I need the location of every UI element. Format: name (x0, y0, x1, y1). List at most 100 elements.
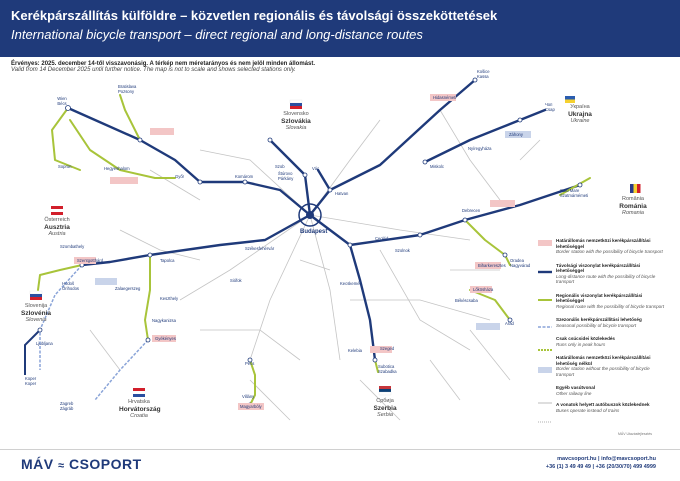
station-label-debrecen: Debrecen (462, 208, 481, 213)
station-label-cegled: Cegléd (375, 236, 389, 241)
header-banner: Kerékpárszállítás külföldre – közvetlen … (0, 0, 680, 57)
footer-divider (0, 449, 680, 450)
country-romania-l2: Románia (619, 203, 647, 210)
legend-3-en: Seasonal possibility of bicycle transpor… (556, 322, 637, 328)
legend-7-hu: A vonatok helyett autóbuszok közlekednek (556, 402, 650, 407)
station-label-biharkeresztes: Biharkeresztes (478, 263, 506, 268)
mav-logo: MÁV ≈ CSOPORT (21, 456, 142, 472)
flag-slovakia (289, 99, 303, 109)
country-slovakia-l1: Slovensko (283, 111, 309, 117)
title-hu: Kerékpárszállítás külföldre – közvetlen … (11, 8, 498, 23)
contact-web[interactable]: mavcsoport.hu | info@mavcsoport.hu (557, 456, 656, 462)
route-hodos (37, 264, 83, 291)
legend-4-en: Runs only in peak hours (556, 341, 606, 347)
route-budapest-szob (268, 138, 312, 217)
station-label-magyarboly: Magyarbóly (240, 404, 263, 409)
station-label-ljubljana: Ljubljana (36, 341, 53, 346)
route-gyekenyes (144, 254, 151, 341)
legend-item-regional: Regionális viszonylat kerékpárszállítási… (538, 293, 668, 310)
station-label-komarom: Komárom (235, 174, 254, 179)
budapest-ring (298, 203, 322, 227)
route-gyor-bratislava (119, 94, 141, 141)
country-austria: Österreich Ausztria Austria (37, 217, 77, 238)
legend-5-en: Border station without the possibility o… (556, 366, 650, 377)
flag-ukraine (565, 96, 575, 103)
station-label-hegyeshalom: Hegyeshalom (104, 166, 130, 171)
route-wien-sopron (51, 107, 81, 171)
station-label-sopron: Sopron (58, 164, 72, 169)
flag-austria (51, 206, 63, 215)
logo-right: CSOPORT (68, 456, 142, 472)
logo-wave-icon: ≈ (58, 460, 65, 472)
station-label-bekescsaba: Békéscsaba (455, 298, 478, 303)
validity-note: Érvényes: 2025. december 14-től visszavo… (11, 61, 315, 73)
country-croatia-l3: Croatia (130, 413, 148, 419)
route-sopron (69, 119, 176, 179)
legend-swatches (538, 240, 552, 423)
budapest-dot (306, 211, 314, 219)
station-label-miskolc: Miskolc (430, 164, 444, 169)
station-label-zahony: Záhony (509, 132, 524, 137)
legend-item-bus: A vonatok helyett autóbuszok közlekednek… (538, 402, 668, 413)
route-satu (559, 177, 591, 196)
legend-7-en: Buses operate instead of trains (556, 407, 620, 413)
route-szeged (348, 243, 377, 362)
country-croatia: Hrvatska Horvátország Croatia (119, 399, 161, 420)
country-slovakia-l2: Szlovákia (281, 118, 311, 125)
country-serbia-l1: Србија (376, 398, 394, 404)
country-slovenia-l2: Szlovénia (21, 310, 51, 317)
station-label-keszthely: Keszthely (160, 296, 179, 301)
country-croatia-l2: Horvátország (119, 406, 161, 413)
country-serbia-l3: Serbia (377, 412, 393, 418)
legend-item-seasonal: Szezonális kerékpárszállítási lehetőség … (538, 317, 668, 328)
legend-item-border-nobike: Határállomás nemzetközi kerékpárszállítá… (538, 355, 668, 377)
flag-croatia (133, 388, 145, 397)
country-slovakia: Slovensko Szlovákia Slovakia (276, 111, 316, 132)
station-label-arad: Arad (505, 321, 515, 326)
station-label-tapolca: Tapolca (160, 258, 175, 263)
station-label-gyekenyes: Gyékényes (155, 336, 176, 341)
station-label-szentgotthard: Szentgotthárd (77, 258, 104, 263)
country-austria-l1: Österreich (44, 217, 70, 223)
legend: Határállomás nemzetközi kerékpárszállítá… (538, 238, 668, 417)
legend-6-hu: Egyéb vasútvonal (556, 385, 596, 390)
credit-note: MÁV Utazásfejlesztés (618, 432, 653, 436)
legend-0-en: Border station with the possibility of b… (556, 249, 663, 254)
country-austria-l3: Austria (48, 231, 66, 237)
legend-item-other: Egyéb vasútvonal Other railway line (538, 385, 668, 396)
route-miskolc-zahony (423, 108, 547, 164)
route-pecs-villany (249, 359, 256, 406)
station-label-szob: Szob (275, 164, 285, 169)
country-slovenia-l3: Slovenia (25, 317, 47, 323)
contact-info: mavcsoport.hu | info@mavcsoport.hu +36 (… (546, 455, 656, 471)
regional-routes (37, 94, 591, 406)
legend-item-peak: Csak csúcsidei közlekedés Runs only in p… (538, 336, 668, 347)
other-railway-lines (89, 109, 541, 421)
country-serbia-l2: Szerbia (373, 405, 397, 412)
legend-2-hu: Regionális viszonylat kerékpárszállítási… (556, 292, 643, 304)
station-label-szekesfehervar: Székesfehérvár (245, 246, 275, 251)
country-austria-l2: Ausztria (44, 224, 70, 231)
route-budapest-wien (66, 106, 312, 217)
station-label-szolnok: Szolnok (395, 248, 411, 253)
station-label-hatvan: Hatvan (335, 191, 349, 196)
flag-serbia (378, 386, 392, 396)
country-ukraine-l3: Ukraine (570, 118, 590, 124)
legend-4-hu: Csak csúcsidei közlekedés (556, 336, 615, 341)
station-label-nagykanizsa: Nagykanizsa (152, 318, 177, 323)
station-label-villany: Villány (242, 394, 255, 399)
station-label-pecs: Pécs (245, 361, 254, 366)
station-label-kecskemet: Kecskemét (340, 281, 362, 286)
legend-1-hu: Távolsági viszonylat kerékpárszállítási … (556, 262, 641, 274)
route-bekescsaba (469, 289, 511, 321)
country-ukraine-l2: Ukrajna (568, 111, 592, 118)
seasonal-routes (39, 264, 149, 401)
country-slovenia: Slovenija Szlovénia Slovenia (16, 303, 56, 324)
